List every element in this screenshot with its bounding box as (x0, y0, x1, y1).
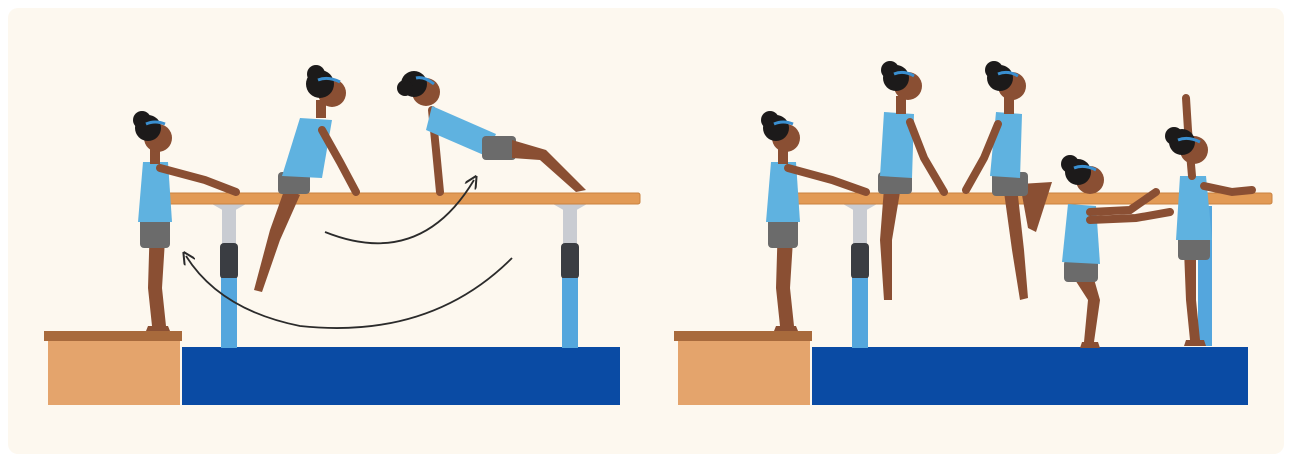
step-box (44, 331, 182, 405)
landing-mat (182, 347, 620, 405)
step-box-right (674, 331, 812, 405)
landing-mat-right (812, 347, 1248, 405)
